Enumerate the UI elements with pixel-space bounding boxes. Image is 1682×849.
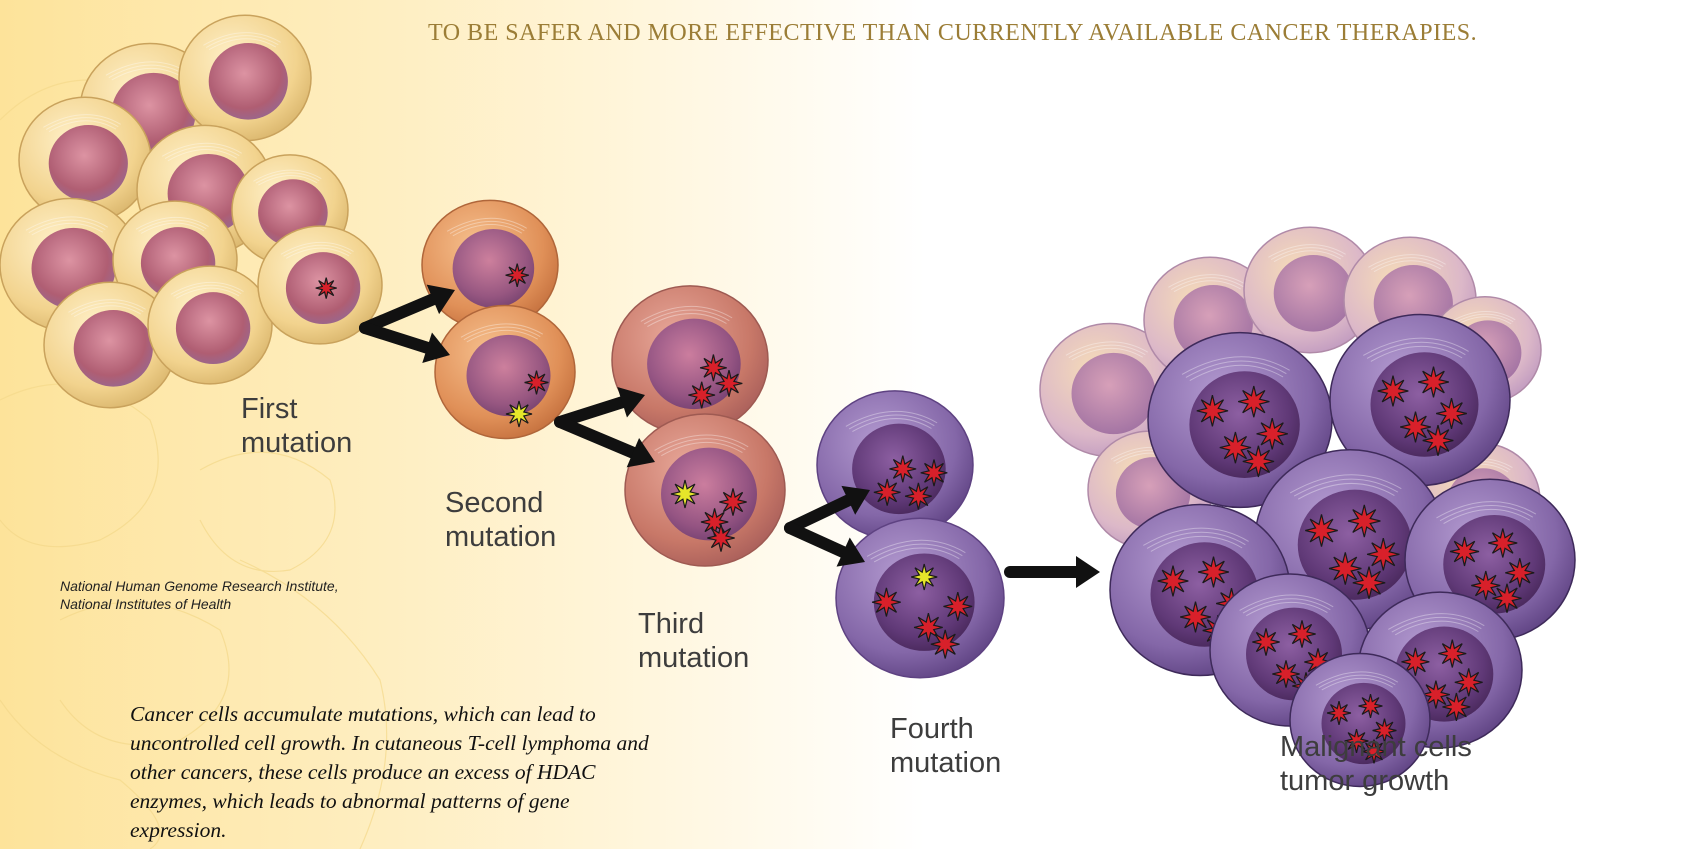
stage-label-line2: mutation — [890, 746, 1001, 780]
mutation-marker — [716, 370, 743, 397]
mutation-marker — [707, 524, 734, 551]
cell-nucleus — [209, 43, 288, 120]
mutation-marker — [1353, 567, 1385, 599]
mutation-marker — [872, 588, 901, 617]
stage-label-line1: Malignant cells — [1280, 730, 1472, 764]
stage-label-line1: Fourth — [890, 712, 1001, 746]
healthy-cell — [148, 266, 272, 384]
mutation-marker — [1443, 693, 1471, 721]
mutation-marker — [1180, 602, 1211, 633]
stage-label-second: Second mutation — [445, 486, 556, 554]
mutation-marker — [1238, 386, 1269, 417]
credit-line2: National Institutes of Health — [60, 595, 339, 613]
stage-label-third: Third mutation — [638, 607, 749, 675]
mutation-marker — [1471, 571, 1500, 600]
mutation-marker — [1400, 412, 1431, 443]
stage-label-line2: mutation — [445, 520, 556, 554]
caption: Cancer cells accumulate mutations, which… — [130, 700, 670, 845]
cells-layer — [0, 15, 1575, 786]
stage-label-line2: tumor growth — [1280, 764, 1472, 798]
mutation-marker — [525, 371, 549, 395]
mutation-marker — [1455, 668, 1483, 696]
mutation-marker — [688, 382, 715, 409]
mutation-marker — [1158, 566, 1189, 597]
image-credit: National Human Genome Research Institute… — [60, 577, 339, 613]
stage-label-line2: mutation — [241, 426, 352, 460]
third-stage-cell — [612, 286, 768, 434]
mutation-marker — [1329, 552, 1361, 584]
cell-nucleus — [74, 310, 153, 387]
mutation-marker — [506, 401, 532, 427]
arrow-to-third-lower — [560, 422, 655, 467]
mutation-marker — [719, 488, 746, 515]
stage-label-line2: mutation — [638, 641, 749, 675]
mutation-marker — [1488, 529, 1517, 558]
mutation-marker — [1348, 505, 1380, 537]
arrow-shaft — [560, 422, 633, 453]
mutation-marker — [1252, 628, 1279, 655]
mutation-marker — [944, 592, 973, 621]
mutation-marker — [1243, 446, 1274, 477]
mutation-marker — [1288, 620, 1315, 647]
arrow-head — [1076, 556, 1100, 588]
credit-line1: National Human Genome Research Institute… — [60, 577, 339, 595]
stage-label-line1: Second — [445, 486, 556, 520]
mutation-marker — [1493, 584, 1522, 613]
mutation-marker — [1378, 376, 1409, 407]
mutation-marker — [506, 264, 529, 287]
mutation-marker — [1436, 398, 1467, 429]
stage-label-line1: First — [241, 392, 352, 426]
stage-label-fourth: Fourth mutation — [890, 712, 1001, 780]
stage-label-line1: Third — [638, 607, 749, 641]
mutation-marker — [1438, 640, 1466, 668]
mutation-marker — [1359, 694, 1383, 718]
cell-nucleus — [1072, 353, 1156, 434]
mutation-marker — [1197, 395, 1228, 426]
arrow-shaft — [365, 328, 427, 348]
mutation-marker — [931, 630, 960, 659]
second-mutation-cell — [435, 306, 575, 439]
mutation-marker — [1220, 432, 1251, 463]
mutation-marker — [905, 483, 932, 510]
healthy-cell — [179, 15, 311, 140]
mutation-marker — [671, 480, 699, 508]
arrow-to-malignant — [1010, 556, 1100, 588]
arrow-shaft — [560, 402, 622, 422]
cell-nucleus — [49, 125, 128, 202]
headline: TO BE SAFER AND MORE EFFECTIVE THAN CURR… — [428, 20, 1668, 47]
mutation-marker — [1418, 367, 1449, 398]
mutation-marker — [890, 456, 917, 483]
arrow-to-second-lower — [365, 328, 450, 363]
mutation-marker — [874, 479, 901, 506]
mutation-marker — [1305, 514, 1337, 546]
stage-label-malignant: Malignant cells tumor growth — [1280, 730, 1472, 798]
mutation-marker — [1272, 660, 1299, 687]
cell-nucleus — [176, 292, 250, 364]
mutation-marker — [1198, 557, 1229, 588]
mutation-marker — [1423, 425, 1454, 456]
mutation-marker — [1257, 418, 1288, 449]
mutation-marker — [1327, 701, 1351, 725]
mutation-marker — [1367, 538, 1399, 570]
cell-nucleus — [1274, 255, 1353, 332]
third-mutation-cell — [625, 414, 785, 566]
stage-label-first: First mutation — [241, 392, 352, 460]
mutation-marker — [921, 460, 948, 487]
fourth-mutation-cell — [836, 518, 1004, 678]
mutation-marker — [316, 278, 337, 299]
fourth-stage-cell — [817, 391, 973, 539]
arrow-shaft — [790, 528, 843, 552]
mutation-marker — [1450, 537, 1479, 566]
mutation-marker — [911, 564, 937, 590]
mutation-marker — [1505, 558, 1534, 587]
arrow-to-third-upper — [560, 387, 645, 422]
arrow-to-fourth-lower — [790, 528, 865, 567]
